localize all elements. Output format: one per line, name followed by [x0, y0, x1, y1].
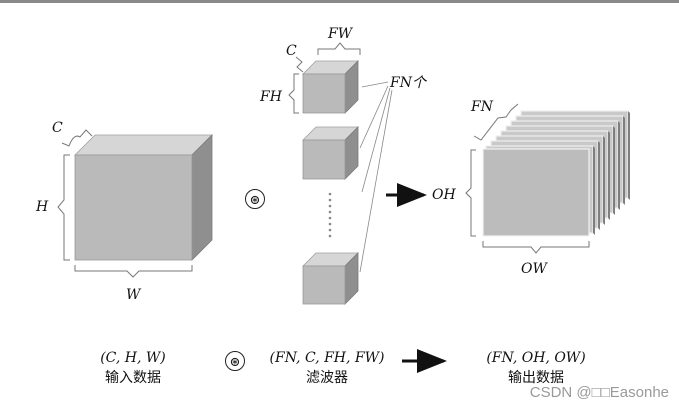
filter-fh-bracket [288, 73, 299, 114]
output-oh-bracket [465, 149, 476, 237]
convolution-symbol-icon: ⊛ [245, 189, 265, 209]
svg-text:⊛: ⊛ [250, 193, 261, 208]
filter-name-text: 滤波器 [306, 370, 348, 386]
output-fn-label: FN [470, 99, 494, 115]
filter-fw-label: FW [327, 26, 354, 42]
output-name-text: 输出数据 [508, 370, 564, 386]
input-h-label: H [35, 199, 49, 215]
filter-cube-n [302, 252, 359, 305]
input-caption: (C, H, W) 输入数据 [88, 350, 178, 387]
output-shape-text: (FN, OH, OW) [486, 350, 586, 366]
filter-c-bracket [295, 56, 304, 73]
filter-c-label: C [286, 43, 297, 59]
filter-cube-1 [302, 60, 359, 114]
filter-fh-label: FH [259, 89, 283, 105]
input-name-text: 输入数据 [105, 370, 161, 386]
filter-count-pointer-lines [359, 81, 393, 273]
input-shape-text: (C, H, W) [100, 350, 166, 366]
svg-text:⊛: ⊛ [230, 355, 241, 370]
filter-count-label: FN个 [389, 75, 428, 91]
output-oh-label: OH [432, 187, 456, 203]
filter-fw-bracket [317, 42, 361, 55]
caption-convolution-symbol-icon: ⊛ [225, 351, 245, 371]
input-data-cube [74, 134, 213, 261]
watermark-text: CSDN @□□Easonhe [529, 384, 669, 401]
input-w-bracket [74, 265, 193, 278]
input-w-label: W [126, 287, 142, 303]
input-c-label: C [52, 120, 63, 136]
filter-ellipsis [328, 192, 332, 238]
output-fn-bracket [473, 103, 519, 141]
filter-cube-2 [302, 126, 359, 180]
output-ow-bracket [482, 241, 590, 254]
output-feature-maps [482, 110, 630, 237]
output-ow-label: OW [521, 261, 548, 277]
input-h-bracket [57, 154, 70, 261]
filter-caption: (FN, C, FH, FW) 滤波器 [258, 350, 396, 387]
filter-shape-text: (FN, C, FH, FW) [269, 350, 385, 366]
input-c-bracket [61, 129, 93, 147]
top-divider [0, 0, 679, 3]
output-caption: (FN, OH, OW) 输出数据 [474, 350, 598, 387]
